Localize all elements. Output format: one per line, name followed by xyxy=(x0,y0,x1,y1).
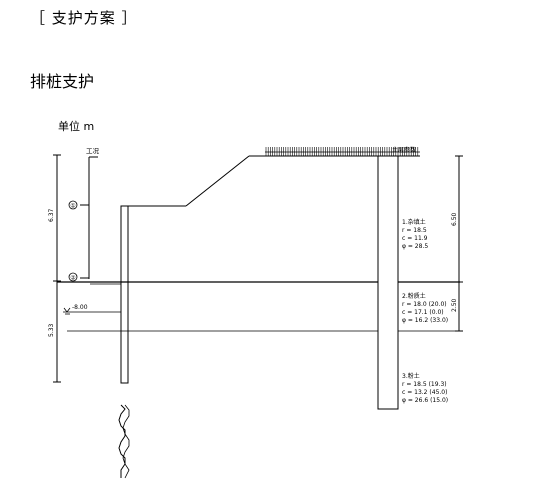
dim-right-top: 6.50 xyxy=(451,212,458,226)
layer-2-params: 2.粉质土 r = 18.0 (20.0) c = 17.1 (0.0) φ =… xyxy=(402,292,448,324)
layer-2-name: 2.粉质土 xyxy=(402,292,426,300)
stage-1-circle xyxy=(68,200,78,210)
layer-3-params: 3.粉土 r = 18.5 (19.3) c = 13.2 (45.0) φ =… xyxy=(402,372,448,404)
layer-1-name: 1.杂填土 xyxy=(402,218,426,226)
unit-label: 单位 m xyxy=(58,119,94,133)
layer-1-c: c = 11.9 xyxy=(402,235,428,242)
surface-load-label: 土层参数 xyxy=(392,146,416,154)
retaining-pile xyxy=(120,205,129,384)
right-dimension xyxy=(455,155,463,332)
section-title: 排桩支护 xyxy=(30,72,95,91)
layer-2-c: c = 17.1 (0.0) xyxy=(402,309,444,316)
sheet-pile-section xyxy=(118,404,126,478)
layer-2-r: r = 18.0 (20.0) xyxy=(402,301,447,308)
dim-bottom-left: 5.33 xyxy=(48,323,55,337)
level-label: -8.00 xyxy=(72,304,88,311)
surface-load-ticks xyxy=(265,147,419,156)
layer-3-name: 3.粉土 xyxy=(402,372,420,380)
stage-2-label: ② xyxy=(70,275,76,282)
layer-3-phi: φ = 26.6 (15.0) xyxy=(402,397,448,404)
work-condition-marker xyxy=(80,156,98,279)
layer-2-phi: φ = 16.2 (33.0) xyxy=(402,317,448,324)
layer-3-c: c = 13.2 (45.0) xyxy=(402,389,447,396)
stage-2-circle xyxy=(68,272,78,282)
stage-1-label: ① xyxy=(70,203,75,210)
ground-profile xyxy=(121,155,420,207)
work-condition-label: 工况 xyxy=(86,147,100,155)
layer-3-r: r = 18.5 (19.3) xyxy=(402,381,447,388)
layer-1-params: 1.杂填土 r = 18.5 c = 11.9 φ = 28.5 xyxy=(402,218,428,250)
page-header: ［ 支护方案 ］ xyxy=(30,9,138,27)
layer-1-phi: φ = 28.5 xyxy=(402,243,428,250)
sheet-pile-section-outline xyxy=(122,404,130,479)
water-level-marker xyxy=(63,307,121,315)
dim-top-left: 6.37 xyxy=(48,208,55,222)
layer-1-r: r = 18.5 xyxy=(402,227,427,234)
left-dimension xyxy=(53,154,61,383)
borehole-column xyxy=(377,155,399,410)
dim-right-mid: 2.50 xyxy=(451,298,458,312)
